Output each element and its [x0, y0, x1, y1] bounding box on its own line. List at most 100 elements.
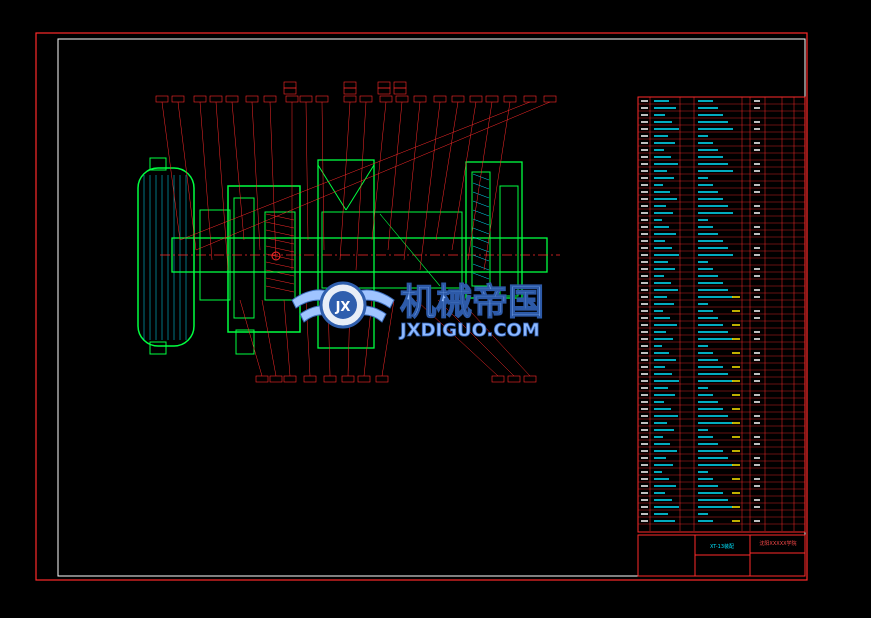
logo-letters: JX: [335, 300, 351, 315]
pulley-rim-bottom: [149, 341, 167, 355]
leader-line: [321, 101, 325, 251]
balloon-box: [379, 95, 393, 103]
leader-line: [381, 299, 395, 377]
leader-line: [161, 101, 181, 241]
balloon-box: [377, 87, 391, 95]
leader-line: [459, 299, 531, 377]
balloon-box: [263, 95, 277, 103]
right-bearing-hatch: [472, 227, 490, 235]
parts-list-table: [637, 96, 806, 533]
bearing-hatch-line: [265, 245, 295, 253]
balloon-box: [343, 87, 357, 95]
bearing-hatch-line: [265, 237, 295, 245]
leader-line: [435, 101, 459, 241]
balloon-box: [255, 375, 269, 383]
right-bearing-hatch: [472, 254, 490, 262]
balloon-box: [357, 375, 371, 383]
leader-line: [437, 299, 515, 377]
leader-line: [215, 101, 229, 271]
housing-foot: [235, 329, 255, 355]
leader-line: [451, 101, 477, 251]
winged-logo-icon: JX: [291, 281, 395, 329]
leader-line: [177, 101, 197, 251]
right-bearing-hatch: [472, 218, 490, 226]
balloon-box: [315, 95, 329, 103]
balloon-box: [341, 375, 355, 383]
drawing-name: XT-13装配: [710, 543, 734, 550]
balloon-box: [395, 95, 409, 103]
leader-line: [251, 101, 261, 251]
right-bearing: [471, 171, 491, 287]
leader-line: [199, 101, 213, 261]
right-bearing-hatch: [472, 263, 490, 271]
cylinder-diagonal: [317, 164, 347, 211]
balloon-box: [171, 95, 185, 103]
pulley-rim-top: [149, 157, 167, 171]
shaft-assembly-view: [137, 157, 560, 355]
right-bearing-hatch: [472, 191, 490, 199]
coupling: [199, 209, 231, 301]
leader-line: [195, 101, 551, 251]
bearing-hatch-line: [265, 285, 295, 293]
balloon-box: [393, 87, 407, 95]
balloon-box: [485, 95, 499, 103]
right-bearing-hatch: [472, 182, 490, 190]
leader-line: [179, 101, 531, 241]
leader-line: [371, 101, 387, 241]
balloon-box: [523, 95, 537, 103]
balloon-box: [283, 375, 297, 383]
leader-line: [339, 101, 351, 261]
housing-inner-left: [233, 197, 255, 319]
balloon-box: [323, 375, 337, 383]
balloon-box: [359, 95, 373, 103]
watermark-brand-cn: 机械帝国: [400, 282, 544, 323]
leader-line: [283, 299, 291, 377]
balloon-box: [433, 95, 447, 103]
bearing-hatch-line: [265, 221, 295, 229]
balloon-box: [245, 95, 259, 103]
school-stamp: 沈阳XXXXX学院: [759, 540, 796, 547]
leader-line: [419, 101, 441, 271]
title-block: XT-13装配 沈阳XXXXX学院: [637, 534, 806, 577]
balloon-box: [303, 375, 317, 383]
balloon-box: [375, 375, 389, 383]
leader-line: [387, 101, 403, 251]
right-bearing-hatch: [472, 236, 490, 244]
balloon-box: [299, 95, 313, 103]
pulley-outline: [137, 167, 195, 347]
balloon-box: [377, 81, 391, 89]
balloon-box: [283, 87, 297, 95]
leader-line: [467, 101, 493, 261]
bearing-hatch-line: [265, 213, 295, 221]
balloon-box: [225, 95, 239, 103]
title-block-frame: [637, 534, 806, 577]
leader-line: [269, 101, 277, 261]
leader-line: [239, 299, 263, 377]
right-cap: [499, 185, 519, 297]
balloon-box: [451, 95, 465, 103]
balloon-box: [523, 375, 537, 383]
right-end-housing: [465, 161, 523, 299]
balloon-box: [413, 95, 427, 103]
balloon-leaders: [155, 81, 557, 383]
balloon-box: [155, 95, 169, 103]
leader-line: [403, 101, 421, 261]
leader-line: [231, 101, 245, 241]
drum-detail: [379, 213, 441, 287]
balloon-box: [393, 81, 407, 89]
cylinder-housing: [317, 159, 375, 349]
balloon-box: [269, 375, 283, 383]
right-bearing-hatch: [472, 272, 490, 280]
right-bearing-hatch: [472, 200, 490, 208]
leader-line: [483, 101, 511, 271]
right-bearing-hatch: [472, 173, 490, 181]
balloon-box: [343, 81, 357, 89]
balloon-box: [543, 95, 557, 103]
watermark: JX 机械帝国 JXDIGUO.COM: [291, 281, 545, 341]
right-bearing-hatch: [472, 245, 490, 253]
bearing-hatch-line: [265, 269, 295, 277]
leader-line: [355, 101, 367, 271]
balloon-box: [283, 81, 297, 89]
